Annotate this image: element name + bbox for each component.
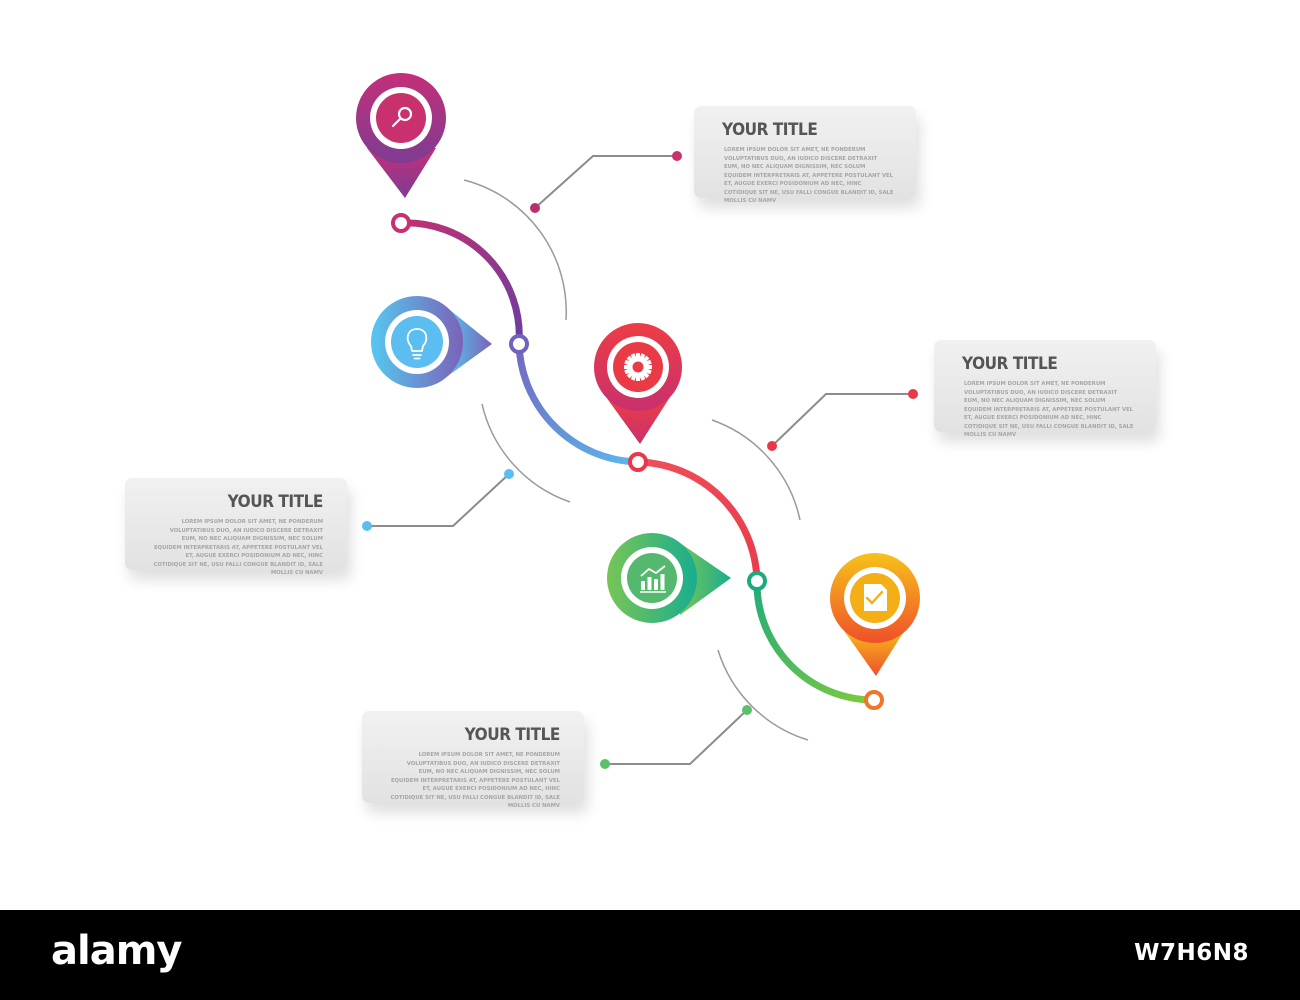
pin-magnifier — [356, 73, 446, 198]
pin-document-check — [830, 553, 920, 676]
node-ring-3 — [628, 452, 648, 472]
card-title: YOUR TITLE — [962, 354, 1058, 374]
card-body: LOREM IPSUM DOLOR SIT AMET, NE PONDERUM … — [153, 519, 323, 576]
road-segment-1 — [400, 219, 523, 345]
pin-core — [391, 316, 443, 368]
guide-arc-2 — [481, 403, 571, 503]
card-body: LOREM IPSUM DOLOR SIT AMET, NE PONDERUM … — [724, 147, 894, 204]
magnifier-icon — [391, 106, 413, 128]
watermark-footer: alamy W7H6N8 — [0, 910, 1300, 1000]
roadmap-diagram — [356, 73, 920, 769]
road-path — [400, 219, 875, 704]
connector-2 — [367, 473, 510, 527]
gear-icon — [624, 353, 652, 381]
document-check-icon — [864, 584, 887, 611]
node-ring-2 — [509, 334, 529, 354]
connector-3 — [771, 393, 913, 447]
road-segment-3 — [637, 458, 761, 582]
node-ring-4 — [747, 571, 767, 591]
info-card-4: YOUR TITLE LOREM IPSUM DOLOR SIT AMET, N… — [362, 711, 584, 809]
pin-tail — [606, 397, 670, 444]
info-card-3: YOUR TITLE LOREM IPSUM DOLOR SIT AMET, N… — [934, 340, 1156, 438]
guide-arcs — [463, 179, 809, 741]
connector-dot — [767, 441, 777, 451]
card-title: YOUR TITLE — [464, 725, 561, 745]
connector-dot — [504, 469, 514, 479]
guide-arc-3 — [711, 419, 801, 521]
bar-chart-icon — [640, 565, 666, 593]
guide-arc-1 — [463, 179, 567, 321]
info-card-2: YOUR TITLE LOREM IPSUM DOLOR SIT AMET, N… — [125, 478, 347, 576]
connector-4 — [605, 709, 748, 765]
path-nodes — [391, 213, 884, 710]
pin-bar-chart — [607, 533, 731, 623]
road-segment-2 — [515, 343, 639, 466]
card-title: YOUR TITLE — [722, 120, 818, 140]
connector-dot — [672, 151, 682, 161]
node-ring-5 — [864, 690, 884, 710]
road-segment-4 — [753, 580, 875, 704]
info-card-1: YOUR TITLE LOREM IPSUM DOLOR SIT AMET, N… — [694, 106, 916, 204]
card-body: LOREM IPSUM DOLOR SIT AMET, NE PONDERUM … — [390, 752, 560, 809]
connector-lines — [367, 155, 913, 765]
node-ring-1 — [391, 213, 411, 233]
pin-core — [627, 553, 677, 603]
connector-1 — [534, 155, 677, 209]
card-body: LOREM IPSUM DOLOR SIT AMET, NE PONDERUM … — [964, 381, 1134, 438]
lightbulb-icon — [406, 328, 428, 360]
connector-dot — [362, 521, 372, 531]
connector-dots — [362, 151, 918, 769]
image-id: W7H6N8 — [1134, 940, 1249, 966]
pin-tail — [367, 148, 436, 198]
pin-lightbulb — [371, 296, 492, 388]
connector-dot — [600, 759, 610, 769]
connector-dot — [742, 705, 752, 715]
connector-dot — [530, 203, 540, 213]
guide-arc-4 — [717, 649, 809, 741]
card-title: YOUR TITLE — [227, 492, 324, 512]
brand-logo: alamy — [51, 928, 182, 974]
connector-dot — [908, 389, 918, 399]
pin-gear — [594, 323, 682, 444]
